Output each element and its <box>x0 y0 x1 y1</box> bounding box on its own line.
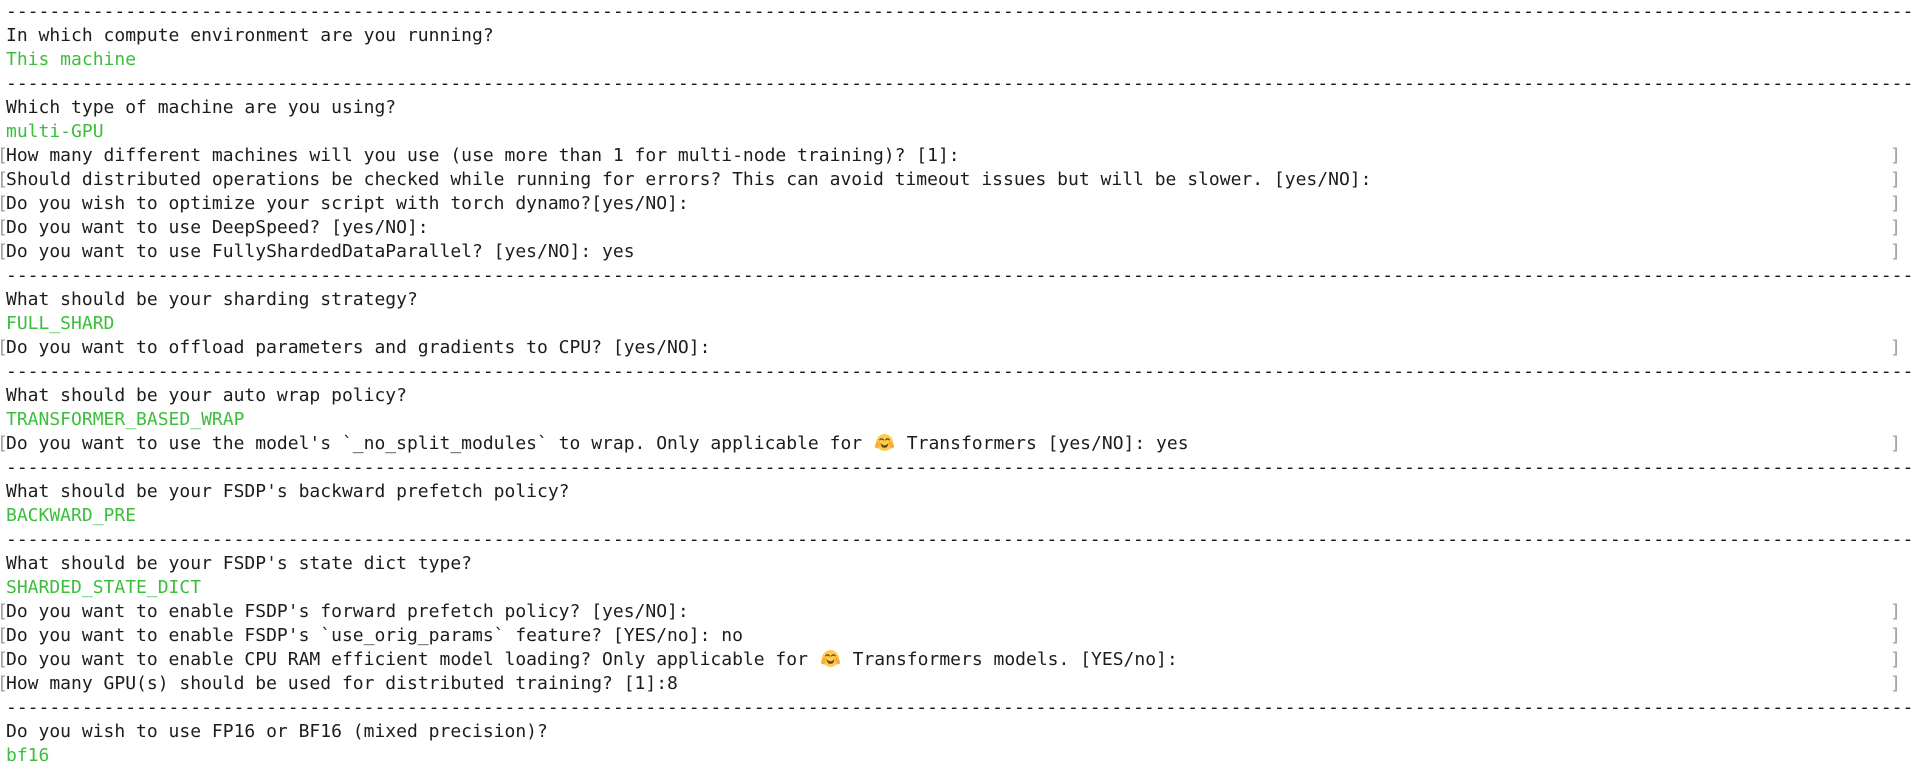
left-edge-bracket: [ <box>0 240 8 264</box>
left-edge-bracket: [ <box>0 624 8 648</box>
input-prompt-line[interactable]: [Do you wish to optimize your script wit… <box>0 192 1913 216</box>
input-prompt-line[interactable]: [Do you want to enable FSDP's `use_orig_… <box>0 624 1913 648</box>
right-edge-bracket: ] <box>1890 601 1901 622</box>
left-edge-bracket: [ <box>0 168 8 192</box>
prompt-text: Transformers models. [YES/no]: <box>841 649 1178 670</box>
left-edge-bracket: [ <box>0 600 8 624</box>
right-edge-bracket: ] <box>1890 193 1901 214</box>
right-edge-bracket: ] <box>1890 217 1901 238</box>
prompt-text: Transformers [yes/NO]: yes <box>895 433 1189 454</box>
separator-line: ----------------------------------------… <box>6 361 1913 382</box>
prompt-text: Do you want to enable CPU RAM efficient … <box>6 649 819 670</box>
input-prompt-line[interactable]: [Do you want to offload parameters and g… <box>0 336 1913 360</box>
selected-answer-text: bf16 <box>6 745 50 766</box>
prompt-text: Do you wish to optimize your script with… <box>6 193 689 214</box>
selected-answer-text: TRANSFORMER_BASED_WRAP <box>6 409 245 430</box>
prompt-text: Do you want to use FullyShardedDataParal… <box>6 241 635 262</box>
question-text: What should be your FSDP's state dict ty… <box>6 553 472 574</box>
prompt-text: How many GPU(s) should be used for distr… <box>6 673 678 694</box>
left-edge-bracket: [ <box>0 432 8 456</box>
separator-line: ----------------------------------------… <box>6 265 1913 286</box>
input-prompt-line[interactable]: [Do you want to use the model's `_no_spl… <box>0 432 1913 456</box>
input-prompt-line[interactable]: [Do you want to use FullyShardedDataPara… <box>0 240 1913 264</box>
separator-line: ----------------------------------------… <box>6 457 1913 478</box>
question-text: In which compute environment are you run… <box>6 25 494 46</box>
left-edge-bracket: [ <box>0 216 8 240</box>
left-edge-bracket: [ <box>0 192 8 216</box>
prompt-text: Do you want to use the model's `_no_spli… <box>6 433 873 454</box>
input-prompt-line[interactable]: [How many different machines will you us… <box>0 144 1913 168</box>
prompt-text: Should distributed operations be checked… <box>6 169 1372 190</box>
right-edge-bracket: ] <box>1890 241 1901 262</box>
selected-answer-text: BACKWARD_PRE <box>6 505 137 526</box>
left-edge-bracket: [ <box>0 336 8 360</box>
separator-line: ----------------------------------------… <box>6 1 1913 22</box>
input-prompt-line[interactable]: [Should distributed operations be checke… <box>0 168 1913 192</box>
right-edge-bracket: ] <box>1890 673 1901 694</box>
question-text: What should be your sharding strategy? <box>6 289 418 310</box>
left-edge-bracket: [ <box>0 144 8 168</box>
selected-answer-text: FULL_SHARD <box>6 313 115 334</box>
separator-line: ----------------------------------------… <box>6 73 1913 94</box>
prompt-text: Do you want to enable FSDP's forward pre… <box>6 601 689 622</box>
separator-line: ----------------------------------------… <box>6 697 1913 718</box>
question-text: What should be your FSDP's backward pref… <box>6 481 570 502</box>
separator-line: ----------------------------------------… <box>6 529 1913 550</box>
prompt-text: Do you want to enable FSDP's `use_orig_p… <box>6 625 743 646</box>
right-edge-bracket: ] <box>1890 337 1901 358</box>
input-prompt-line[interactable]: [Do you want to enable CPU RAM efficient… <box>0 648 1913 672</box>
selected-answer-text: This machine <box>6 49 137 70</box>
hugging-face-emoji <box>820 650 840 667</box>
prompt-text: How many different machines will you use… <box>6 145 960 166</box>
right-edge-bracket: ] <box>1890 625 1901 646</box>
input-prompt-line[interactable]: [Do you want to use DeepSpeed? [yes/NO]:… <box>0 216 1913 240</box>
right-edge-bracket: ] <box>1890 433 1901 454</box>
question-text: Do you wish to use FP16 or BF16 (mixed p… <box>6 721 548 742</box>
hugging-face-emoji <box>874 434 894 451</box>
right-edge-bracket: ] <box>1890 169 1901 190</box>
input-prompt-line[interactable]: [How many GPU(s) should be used for dist… <box>0 672 1913 696</box>
prompt-text: Do you want to use DeepSpeed? [yes/NO]: <box>6 217 429 238</box>
right-edge-bracket: ] <box>1890 649 1901 670</box>
left-edge-bracket: [ <box>0 672 8 696</box>
question-text: Which type of machine are you using? <box>6 97 397 118</box>
right-edge-bracket: ] <box>1890 145 1901 166</box>
input-prompt-line[interactable]: [Do you want to enable FSDP's forward pr… <box>0 600 1913 624</box>
selected-answer-text: multi-GPU <box>6 121 104 142</box>
selected-answer-text: SHARDED_STATE_DICT <box>6 577 202 598</box>
question-text: What should be your auto wrap policy? <box>6 385 407 406</box>
left-edge-bracket: [ <box>0 648 8 672</box>
prompt-text: Do you want to offload parameters and gr… <box>6 337 711 358</box>
